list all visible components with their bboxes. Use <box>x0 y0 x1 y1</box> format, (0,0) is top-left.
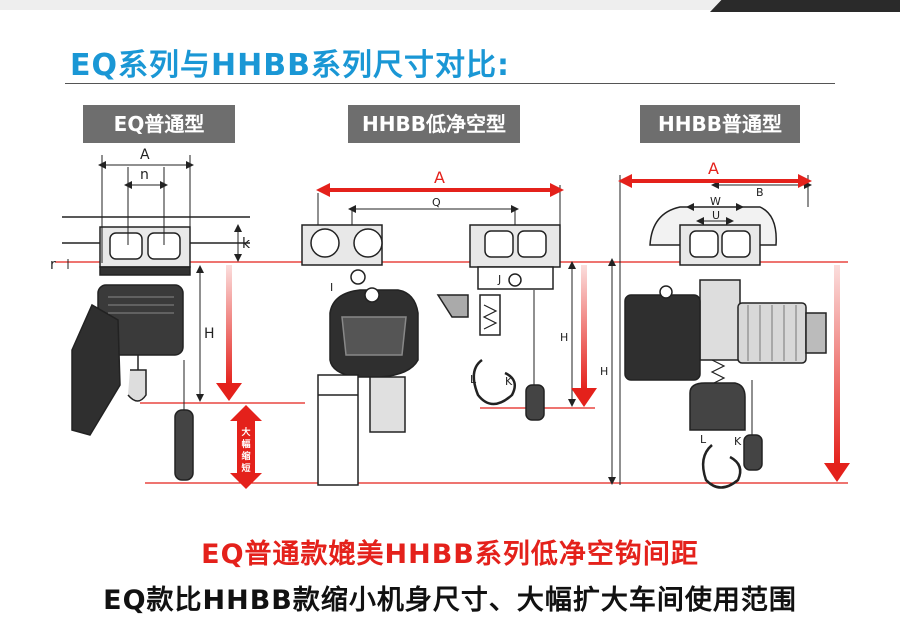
label-hhbb-standard: HHBB普通型 <box>640 105 800 143</box>
badge-char-2: 幅 <box>241 438 250 450</box>
label-hhbb-low-headroom: HHBB低净空型 <box>348 105 520 143</box>
label-eq-standard: EQ普通型 <box>83 105 235 143</box>
dim-W: W <box>710 195 721 208</box>
hhbb-standard-height-arrow <box>824 265 850 482</box>
dim-k: k <box>242 236 251 252</box>
dim-H-low: H <box>560 331 568 344</box>
dim-H-std: H <box>600 365 608 378</box>
dim-K-low: K <box>505 375 513 388</box>
dim-L-low: L <box>470 373 477 386</box>
badge-char-4: 短 <box>241 462 250 474</box>
dim-B: B <box>756 186 764 199</box>
hhbb-low-hoist <box>301 185 576 486</box>
dim-H-eq: H <box>204 326 215 342</box>
top-band <box>0 0 900 10</box>
dim-K-std: K <box>734 435 742 448</box>
dim-L-std: L <box>700 433 707 446</box>
reduction-badge: 大 幅 缩 短 <box>230 405 262 489</box>
page-heading: EQ系列与HHBB系列尺寸对比: <box>70 48 510 83</box>
dim-r: r <box>50 257 56 273</box>
dim-A-std: A <box>708 159 719 178</box>
hhbb-low-width-arrow <box>316 183 564 197</box>
hhbb-low-height-arrow <box>571 265 597 407</box>
badge-char-1: 大 <box>241 426 250 438</box>
dim-Q: Q <box>432 196 441 209</box>
dim-A-eq: A <box>140 147 150 163</box>
hhbb-standard-width-arrow <box>618 174 812 188</box>
dim-J: J <box>497 273 501 286</box>
caption-highlight: EQ普通款媲美HHBB系列低净空钩间距 <box>201 539 699 570</box>
heading-underline <box>65 83 835 84</box>
eq-hoist <box>62 155 250 481</box>
hhbb-standard-hoist <box>608 175 827 489</box>
badge-char-3: 缩 <box>241 450 250 462</box>
dim-A-low: A <box>434 168 445 187</box>
dim-I: I <box>330 281 333 294</box>
dim-n: n <box>140 167 149 183</box>
hoist-comparison-drawing: A n k r H 大 幅 缩 短 <box>50 147 850 489</box>
dim-U: U <box>712 209 720 222</box>
eq-height-arrow <box>216 265 242 401</box>
caption-summary: EQ款比HHBB款缩小机身尺寸、大幅扩大车间使用范围 <box>103 585 797 616</box>
top-corner-decoration <box>710 0 900 12</box>
